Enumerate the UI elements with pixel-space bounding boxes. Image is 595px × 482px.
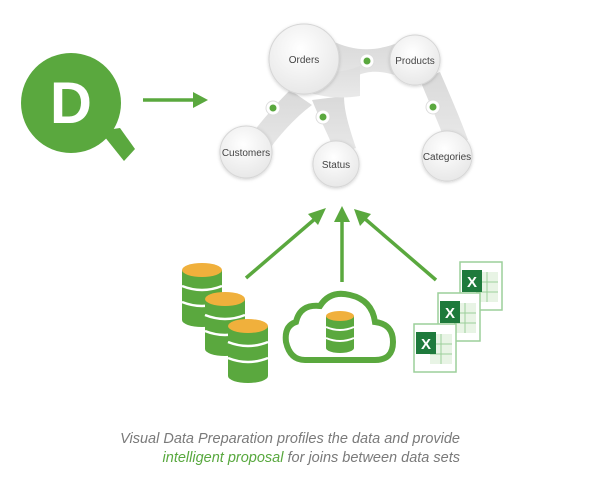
svg-text:X: X	[467, 274, 477, 291]
qlik-d-logo: D	[21, 53, 135, 161]
caption-line-2: intelligent proposal for joins between d…	[40, 449, 460, 468]
node-customers[interactable]	[219, 125, 273, 179]
node-categories-label: Categories	[423, 152, 471, 163]
caption-highlight: intelligent proposal	[162, 450, 284, 466]
node-status-label: Status	[322, 160, 350, 171]
caption: Visual Data Preparation profiles the dat…	[40, 430, 460, 468]
arrow-icon	[244, 206, 438, 282]
cloud-database-icon	[282, 290, 397, 363]
node-orders-label: Orders	[289, 55, 320, 66]
join-dots	[265, 53, 441, 125]
excel-file-icon: X X X	[413, 261, 503, 373]
node-categories[interactable]	[421, 130, 473, 182]
node-customers-label: Customers	[222, 148, 270, 159]
node-status[interactable]	[312, 140, 360, 188]
node-products-label: Products	[395, 56, 434, 67]
svg-text:X: X	[421, 336, 431, 353]
logo-letter: D	[50, 71, 92, 136]
caption-line-1: Visual Data Preparation profiles the dat…	[120, 431, 460, 447]
svg-text:X: X	[445, 305, 455, 322]
node-products[interactable]	[389, 34, 441, 86]
arrow-icon	[143, 92, 208, 108]
caption-line-2-rest: for joins between data sets	[283, 450, 460, 466]
database-stack-icon	[181, 263, 269, 383]
node-orders[interactable]	[268, 23, 340, 95]
